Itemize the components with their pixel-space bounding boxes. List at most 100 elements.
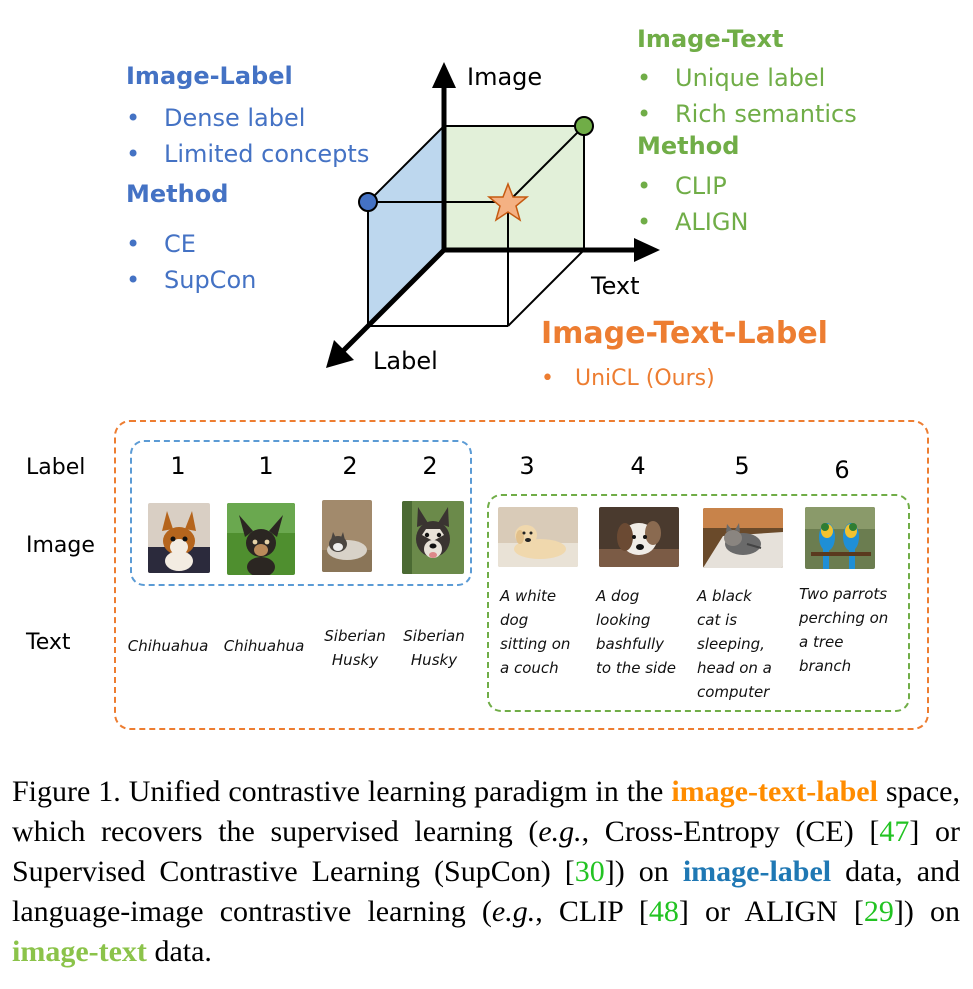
caption-text: ] or Supervised Contrastive Learning (Su… xyxy=(12,815,961,888)
method-item: ALIGN xyxy=(675,208,749,236)
caption-line: perching on xyxy=(799,609,889,627)
caption-text: data, and language-image contrastive lea… xyxy=(12,855,961,928)
list-item: •Limited concepts xyxy=(126,140,370,168)
image-label-plane xyxy=(368,126,444,326)
row-label-label: Label xyxy=(26,455,86,480)
text-caption: Chihuahua xyxy=(214,634,314,658)
caption-line: A dog xyxy=(596,587,640,605)
image-text-label-item: •UniCL (Ours) xyxy=(541,366,715,391)
list-item: •Unique label xyxy=(637,64,826,92)
caption-line: a tree xyxy=(799,633,844,651)
text-caption: A white dog sitting on a couch xyxy=(500,584,592,680)
image-text-method-list: •CLIP •ALIGN xyxy=(637,168,748,240)
method-item: SupCon xyxy=(164,266,257,294)
text-caption: A black cat is sleeping, head on a compu… xyxy=(697,584,793,704)
image-label-method-list: •CE •SupCon xyxy=(126,226,256,298)
label-number: 5 xyxy=(734,452,750,480)
cube-diagram: Image Text Label xyxy=(326,62,660,375)
caption-line: a couch xyxy=(500,659,559,677)
caption-line: Chihuahua xyxy=(223,637,305,655)
image-label-method-title: Method xyxy=(126,180,229,208)
image-axis-label: Image xyxy=(467,63,542,91)
text-axis-arrow xyxy=(634,238,660,262)
caption-line: sitting on xyxy=(500,635,571,653)
caption-text: , Cross-Entropy (CE) [ xyxy=(581,815,880,848)
row-label-text: Text xyxy=(26,630,71,655)
citation-link[interactable]: 47 xyxy=(879,815,910,848)
label-number: 3 xyxy=(519,452,535,480)
caption-text: ] or ALIGN [ xyxy=(678,895,864,928)
image-label-item: Dense label xyxy=(164,104,306,132)
image-label-panel xyxy=(130,440,472,586)
label-number: 2 xyxy=(422,452,438,480)
caption-highlight-image-text-label: image-text-label xyxy=(671,775,878,808)
caption-text: space, which recovers the supervised lea… xyxy=(12,775,961,848)
image-text-panel xyxy=(487,494,910,712)
image-text-dot xyxy=(574,116,594,136)
method-item: CLIP xyxy=(675,172,727,200)
citation-link[interactable]: 29 xyxy=(863,895,894,928)
text-axis-label: Text xyxy=(590,272,640,300)
citation-link[interactable]: 48 xyxy=(648,895,679,928)
caption-highlight-image-text: image-text xyxy=(12,935,147,968)
caption-line: to the side xyxy=(596,659,676,677)
image-text-list: •Unique label •Rich semantics xyxy=(637,60,857,132)
text-caption: Siberian Husky xyxy=(310,624,400,672)
husky-photo xyxy=(322,500,372,572)
label-number: 1 xyxy=(258,452,274,480)
image-label-title: Image-Label xyxy=(126,62,293,90)
text-caption: Siberian Husky xyxy=(389,624,479,672)
image-text-plane xyxy=(444,126,584,250)
caption-line: cat is xyxy=(697,611,738,629)
caption-text: data. xyxy=(146,935,212,968)
caption-line: Siberian xyxy=(324,627,386,645)
caption-line: A white xyxy=(500,587,557,605)
caption-text: Figure 1. Unified contrastive learning p… xyxy=(12,775,672,808)
caption-line: dog xyxy=(500,611,529,629)
list-item: •CLIP xyxy=(637,172,727,200)
label-axis xyxy=(338,248,446,356)
label-number: 1 xyxy=(170,452,186,480)
white-dog-photo xyxy=(498,507,578,567)
text-caption: Chihuahua xyxy=(118,634,218,658)
caption-line: A black xyxy=(697,587,752,605)
caption-line: computer xyxy=(697,683,770,701)
image-text-title: Image-Text xyxy=(637,25,784,53)
husky-photo xyxy=(402,501,464,574)
image-axis-arrow xyxy=(432,62,456,88)
image-text-method-title: Method xyxy=(637,132,740,160)
unicl-label: UniCL (Ours) xyxy=(575,366,715,391)
caption-line: Husky xyxy=(331,651,379,669)
caption-line: Chihuahua xyxy=(127,637,209,655)
label-axis-arrow xyxy=(326,340,354,368)
chihuahua-photo xyxy=(148,503,210,573)
cat-photo xyxy=(703,508,783,568)
list-item: •CE xyxy=(126,230,196,258)
text-caption: A dog looking bashfully to the side xyxy=(596,584,692,680)
parrots-photo xyxy=(805,507,875,569)
list-item: •SupCon xyxy=(126,266,257,294)
caption-text: ]) on xyxy=(604,855,683,888)
caption-line: head on a xyxy=(697,659,772,677)
caption-text: ]) on xyxy=(893,895,961,928)
image-text-label-title: Image-Text-Label xyxy=(541,316,828,351)
caption-line: looking xyxy=(596,611,651,629)
label-number: 4 xyxy=(630,452,646,480)
text-caption: Two parrots perching on a tree branch xyxy=(799,582,909,678)
list-item: •ALIGN xyxy=(637,208,749,236)
image-label-item: Limited concepts xyxy=(164,140,370,168)
caption-line: branch xyxy=(799,657,852,675)
figure-caption: Figure 1. Unified contrastive learning p… xyxy=(12,772,960,972)
unicl-star-icon xyxy=(486,181,530,222)
dog-photo xyxy=(599,507,679,567)
caption-text: e.g. xyxy=(538,815,582,848)
image-label-list: •Dense label •Limited concepts xyxy=(126,100,369,172)
caption-line: Siberian xyxy=(403,627,465,645)
caption-text: , CLIP [ xyxy=(535,895,649,928)
image-text-item: Rich semantics xyxy=(675,100,857,128)
caption-line: Two parrots xyxy=(799,585,888,603)
label-number: 6 xyxy=(834,456,850,484)
citation-link[interactable]: 30 xyxy=(574,855,605,888)
chihuahua-photo xyxy=(227,503,295,575)
list-item: •Rich semantics xyxy=(637,100,857,128)
